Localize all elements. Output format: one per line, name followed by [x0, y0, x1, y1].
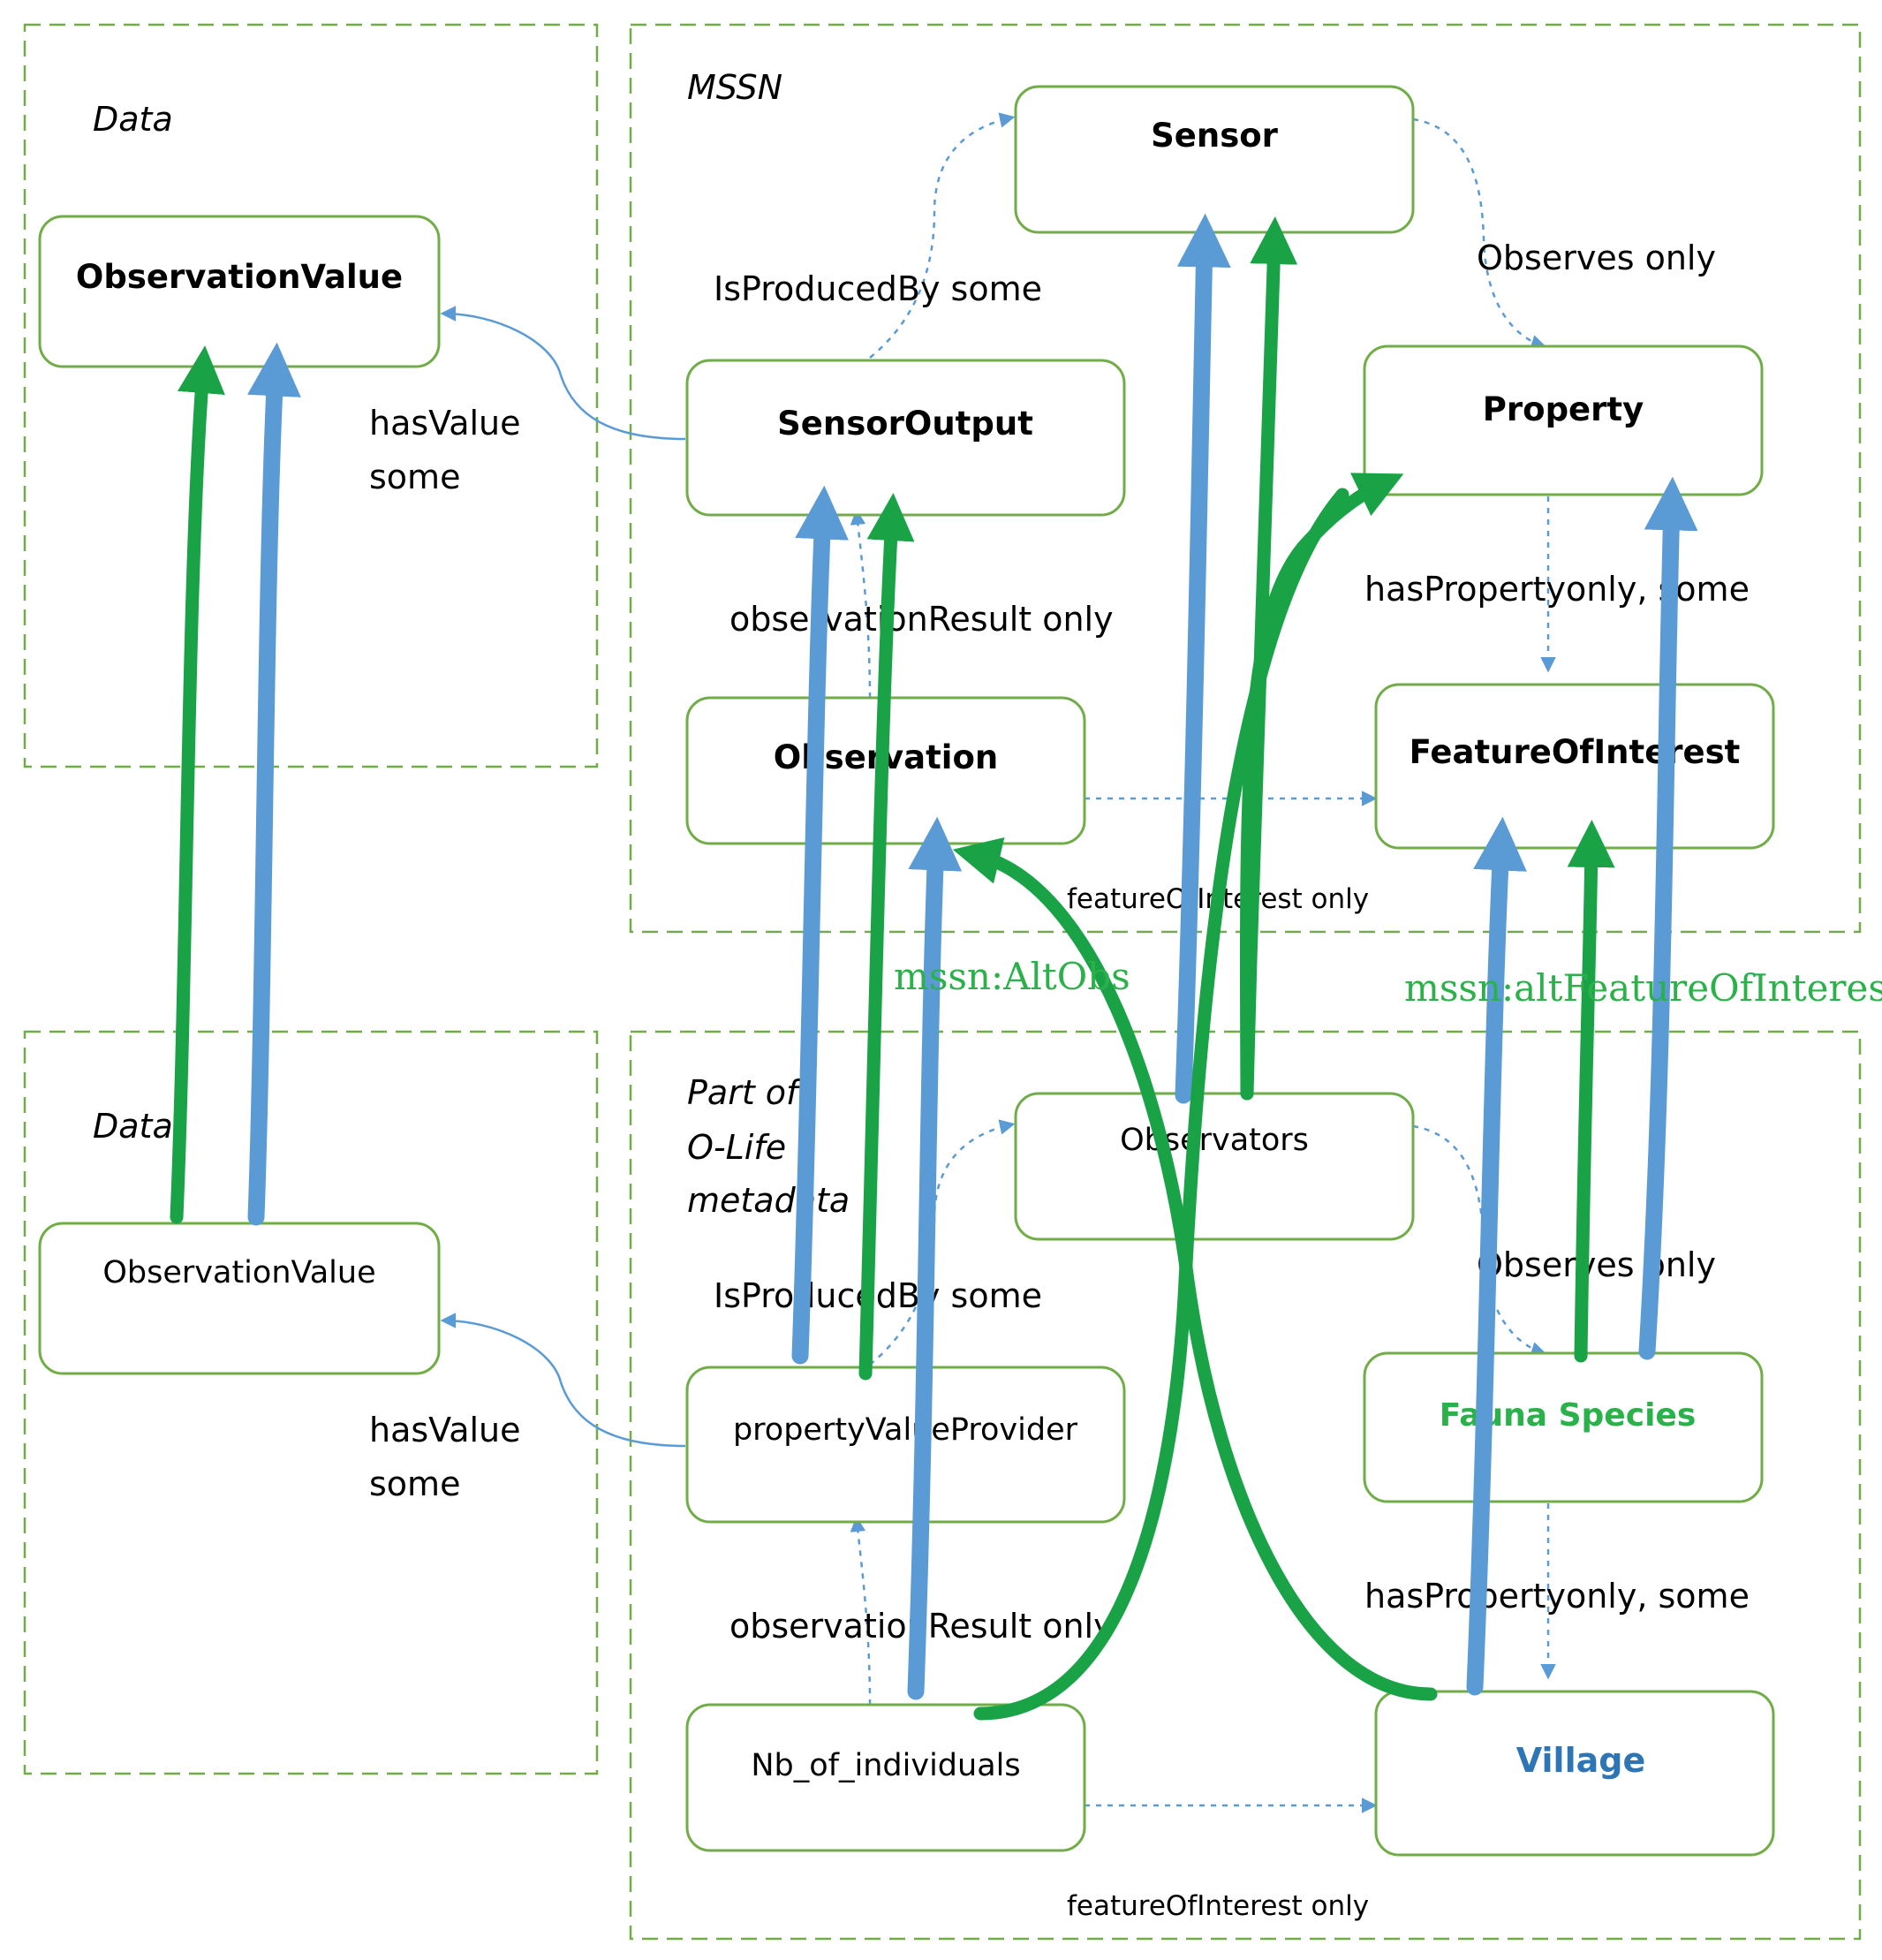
- node-label: Observators: [1120, 1123, 1309, 1158]
- node-village: Village: [1374, 1690, 1775, 1857]
- node-label: Village: [1516, 1741, 1645, 1780]
- mapping-arrow-blue-observation-value: [247, 342, 301, 1226]
- node-sensor-output: SensorOutput: [685, 359, 1126, 517]
- rel-observation-result-top: [850, 509, 872, 699]
- label-observation-result-top: observationResult only: [729, 600, 1114, 639]
- group-label-olife-2: O-Life: [687, 1128, 786, 1167]
- group-label-olife-3: metadata: [687, 1181, 850, 1220]
- rel-is-produced-by-top: [869, 112, 1016, 359]
- mapping-arrow-green-sensor-output: [858, 493, 915, 1381]
- label-is-produced-by-top: IsProducedBy some: [714, 269, 1042, 308]
- alignment-label-alt-feature: mssn:altFeatureOfInterest: [1404, 966, 1882, 1010]
- mapping-arrow-green-observation-value: [170, 345, 225, 1224]
- rel-has-value-top: [440, 306, 686, 441]
- olife-group: [629, 1030, 1862, 1941]
- group-label-data-bottom: Data: [93, 1107, 173, 1146]
- node-observation-value-top: ObservationValue: [38, 215, 441, 368]
- node-observation-value-bottom: ObservationValue: [38, 1222, 441, 1375]
- label-has-value-top-1: hasValue: [369, 404, 521, 443]
- mapping-arrow-blue-property: [1638, 476, 1698, 1360]
- data-group-top: [23, 23, 599, 768]
- mapping-arrow-green-nb-individuals: [973, 488, 1349, 1721]
- data-group-bottom: [23, 1030, 599, 1775]
- label-has-value-bottom-2: some: [369, 1464, 460, 1503]
- node-label: ObservationValue: [102, 1255, 375, 1290]
- label-feature-of-interest-bottom: featureOfInterest only: [1067, 1890, 1369, 1922]
- node-label: SensorOutput: [777, 405, 1033, 443]
- group-label-data-top: Data: [93, 100, 173, 139]
- node-label: Sensor: [1151, 117, 1279, 155]
- node-property: Property: [1363, 344, 1764, 496]
- label-has-property-top: hasPropertyonly, some: [1364, 570, 1750, 609]
- label-observes-only-bottom: Observes only: [1477, 1245, 1716, 1284]
- node-label: FeatureOfInterest: [1410, 733, 1741, 771]
- alignment-label-alt-obs: mssn:AltObs: [894, 955, 1130, 998]
- label-observes-only-top: Observes only: [1477, 238, 1716, 277]
- group-label-olife-1: Part of: [687, 1073, 803, 1112]
- node-feature-of-interest: FeatureOfInterest: [1374, 683, 1775, 850]
- node-sensor: Sensor: [1014, 85, 1415, 234]
- node-fauna-species: Fauna Species: [1363, 1351, 1764, 1503]
- rel-observes-only-top: [1412, 117, 1547, 351]
- label-has-value-bottom-1: hasValue: [369, 1411, 521, 1449]
- node-label: Property: [1483, 390, 1644, 428]
- mapping-arrow-blue-observation: [907, 816, 963, 1700]
- node-observators: Observators: [1014, 1092, 1415, 1241]
- node-label: Nb_of_individuals: [751, 1748, 1020, 1783]
- rel-has-value-bottom: [440, 1313, 686, 1448]
- mapping-arrow-blue-sensor-output: [791, 485, 849, 1365]
- rel-is-produced-by-bottom: [869, 1119, 1016, 1366]
- rel-observation-result-bottom: [850, 1516, 872, 1706]
- node-label: ObservationValue: [76, 258, 403, 296]
- label-has-value-top-2: some: [369, 458, 460, 496]
- mapping-arrow-green-feature-of-interest: [1567, 820, 1615, 1363]
- mapping-arrow-blue-sensor: [1175, 213, 1231, 1104]
- node-property-value-provider: propertyValueProvider: [685, 1366, 1126, 1524]
- node-nb-of-individuals: Nb_of_individuals: [685, 1703, 1086, 1852]
- label-is-produced-by-bottom: IsProducedBy some: [714, 1276, 1042, 1315]
- mapping-arrow-green-property: [1239, 473, 1404, 1101]
- label-has-property-bottom: hasPropertyonly, some: [1364, 1577, 1750, 1616]
- group-label-mssn: MSSN: [687, 68, 782, 107]
- mapping-arrow-blue-feature-of-interest: [1466, 816, 1527, 1696]
- node-label: propertyValueProvider: [733, 1412, 1078, 1448]
